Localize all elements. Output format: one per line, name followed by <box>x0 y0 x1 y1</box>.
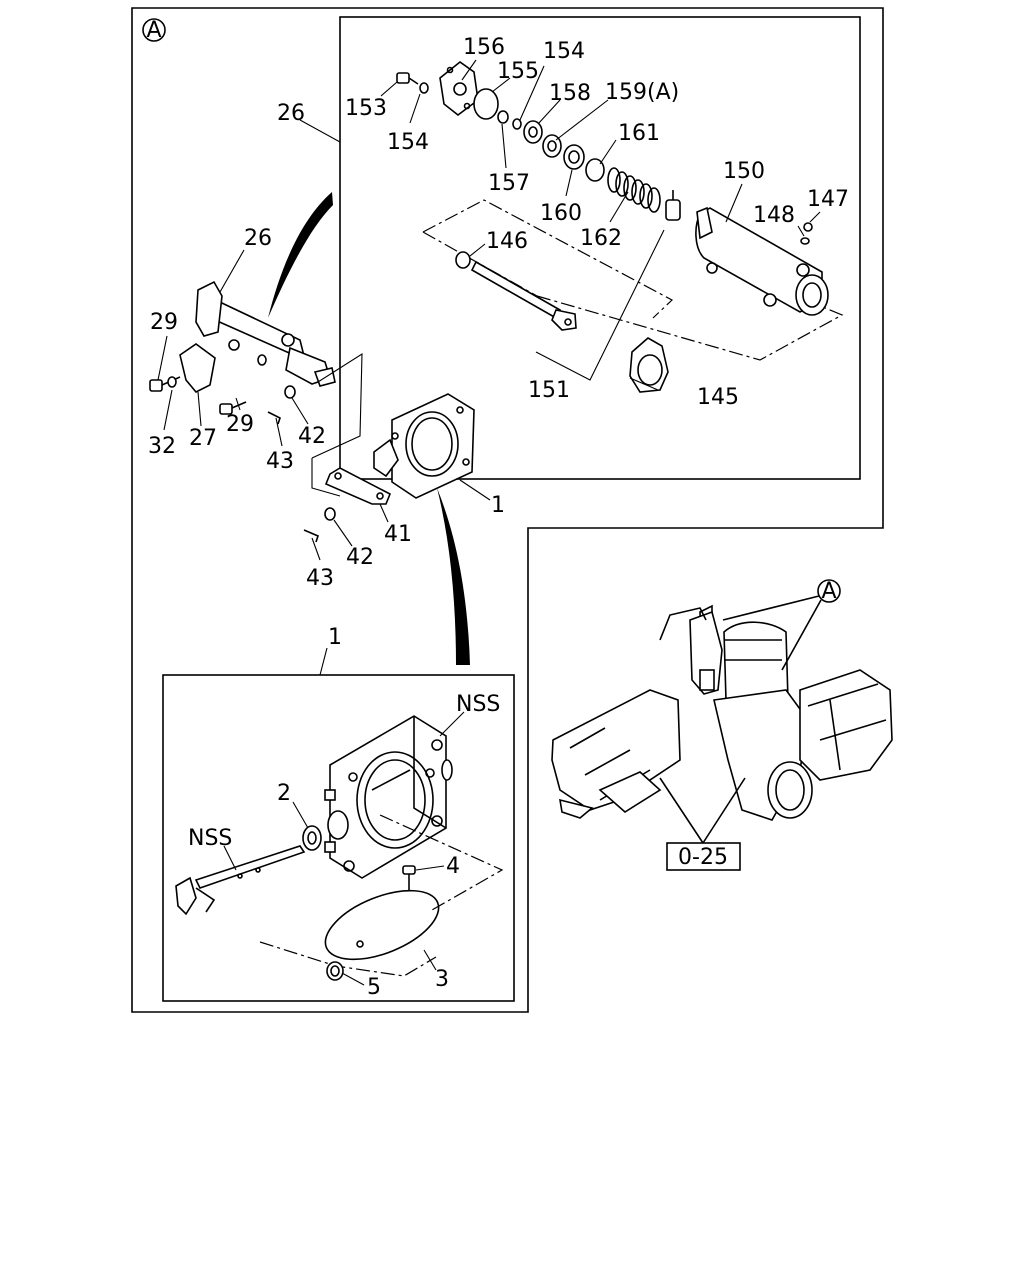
seal-157 <box>497 110 509 124</box>
label-32: 32 <box>148 434 176 459</box>
washer-146 <box>455 251 471 269</box>
label-159: 159(A) <box>605 80 679 105</box>
label-150: 150 <box>723 159 765 184</box>
label-26: 26 <box>244 226 272 251</box>
label-148: 148 <box>753 203 795 228</box>
label-2: 2 <box>277 781 291 806</box>
swoosh-arrow-upper <box>268 192 333 318</box>
label-42-bot: 42 <box>346 545 374 570</box>
svg-text:A: A <box>146 18 161 43</box>
label-160: 160 <box>540 201 582 226</box>
label-161: 161 <box>618 121 660 146</box>
label-27: 27 <box>189 426 217 451</box>
svg-text:0-25: 0-25 <box>678 845 728 870</box>
label-154-top: 154 <box>543 39 585 64</box>
flange-156 <box>439 60 479 117</box>
label-5: 5 <box>367 975 381 1000</box>
cylinder-detail-frame <box>339 16 861 480</box>
throttle-detail-frame <box>162 674 515 1002</box>
shaft-nss <box>175 845 306 916</box>
lever-41 <box>324 467 392 505</box>
throttle-body-1 <box>373 393 475 499</box>
engine-exhaust-view <box>551 604 893 821</box>
ref-box-0-25: 0-25 <box>659 777 746 871</box>
label-146: 146 <box>486 229 528 254</box>
cap-147 <box>803 222 813 232</box>
label-42-top: 42 <box>298 424 326 449</box>
seal-160 <box>563 144 585 170</box>
label-162: 162 <box>580 226 622 251</box>
label-29-left: 29 <box>150 310 178 335</box>
label-151: 151 <box>528 378 570 403</box>
washer-mid <box>257 354 267 366</box>
label-26-top: 26 <box>277 101 305 126</box>
pin-43-bot <box>303 529 319 543</box>
screw-4 <box>402 865 416 918</box>
label-156: 156 <box>463 35 505 60</box>
label-153: 153 <box>345 96 387 121</box>
spring-162 <box>607 167 661 213</box>
washer-154 <box>419 82 429 94</box>
cylinder-26 <box>195 280 336 387</box>
ring-161 <box>585 158 605 182</box>
bracket-27 <box>179 343 216 393</box>
label-1-main: 1 <box>491 493 505 518</box>
bolt-29-mid <box>219 401 247 415</box>
connector-pin <box>665 190 681 221</box>
washer-148 <box>800 237 810 245</box>
callout-a-engine: A <box>722 579 841 671</box>
leader-lines <box>157 59 821 986</box>
label-29-mid: 29 <box>226 412 254 437</box>
callout-a-main: A <box>142 18 166 43</box>
lever-145 <box>629 337 669 393</box>
svg-text:A: A <box>821 579 836 604</box>
label-157: 157 <box>488 171 530 196</box>
label-1-detail: 1 <box>328 625 342 650</box>
label-41: 41 <box>384 522 412 547</box>
plate-guide-line <box>259 814 504 977</box>
label-154-bot: 154 <box>387 130 429 155</box>
bushing-158 <box>523 120 543 144</box>
washer-32 <box>167 376 177 388</box>
bolt-153 <box>396 72 419 85</box>
pin-43-top <box>267 411 281 425</box>
ring-159 <box>542 134 562 158</box>
shaft-151 <box>470 260 577 331</box>
label-43-bot: 43 <box>306 566 334 591</box>
washer-5 <box>326 961 344 981</box>
washer-42-top <box>284 385 296 399</box>
label-155: 155 <box>497 59 539 84</box>
label-nss-top: NSS <box>456 692 500 717</box>
washer-154b <box>512 118 522 130</box>
cylinder-150 <box>695 206 829 316</box>
label-3: 3 <box>435 967 449 992</box>
outer-frame <box>131 7 884 1013</box>
washer-42-bot <box>324 507 336 521</box>
throttle-body-nss <box>324 715 453 879</box>
swoosh-arrow-lower <box>437 488 470 665</box>
label-147: 147 <box>807 187 849 212</box>
oring-155 <box>473 88 499 120</box>
washer-2 <box>302 825 322 851</box>
label-4: 4 <box>446 854 460 879</box>
label-158: 158 <box>549 81 591 106</box>
valve-plate-3 <box>324 889 440 961</box>
label-145: 145 <box>697 385 739 410</box>
label-43-top: 43 <box>266 449 294 474</box>
label-nss-left: NSS <box>188 826 232 851</box>
